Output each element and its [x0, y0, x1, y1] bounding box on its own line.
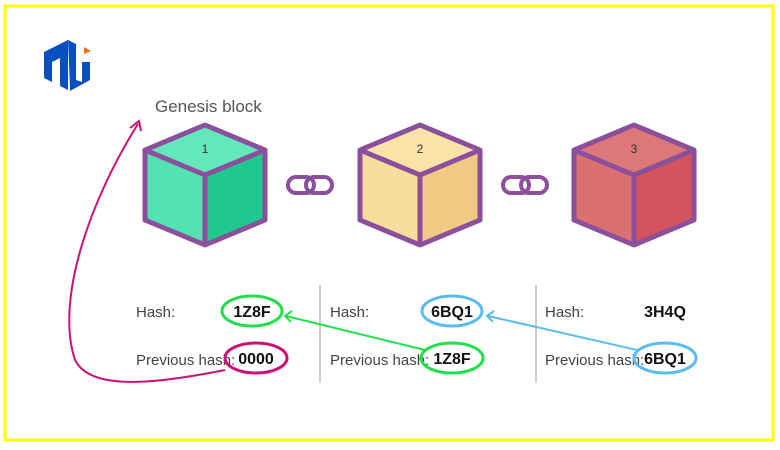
hash-label: Hash: [545, 304, 584, 321]
block-info-1: Hash: Previous hash: 1Z8F 0000 [136, 294, 289, 375]
previous-hash-value: 6BQ1 [644, 351, 686, 368]
genesis-label: Genesis block [155, 97, 262, 116]
logo [44, 40, 91, 91]
block-number: 1 [202, 142, 209, 156]
block-number: 3 [631, 142, 638, 156]
previous-hash-label: Previous hash: [330, 352, 429, 369]
link-arrow-green [285, 315, 426, 351]
frame [3, 4, 775, 442]
link-arrow-blue [487, 315, 638, 351]
hash-label: Hash: [330, 304, 369, 321]
hash-label: Hash: [136, 304, 175, 321]
block-number: 2 [417, 142, 424, 156]
chain-link-icon [501, 175, 549, 195]
hash-value: 3H4Q [644, 304, 686, 321]
previous-hash-label: Previous hash: [136, 352, 235, 369]
hash-value: 6BQ1 [431, 304, 473, 321]
block-info-3: Hash: Previous hash: 3H4Q 6BQ1 [545, 304, 698, 375]
previous-hash-value: 0000 [238, 351, 274, 368]
block-info-2: Hash: Previous hash: 6BQ1 1Z8F [330, 294, 485, 375]
block-cube-1: 1 [142, 122, 268, 248]
previous-hash-value: 1Z8F [433, 351, 471, 368]
block-cube-3: 3 [571, 122, 697, 248]
previous-hash-label: Previous hash: [545, 352, 644, 369]
genesis-arrow [68, 123, 226, 383]
hash-value: 1Z8F [233, 304, 271, 321]
chain-link-icon [286, 175, 334, 195]
block-cube-2: 2 [357, 122, 483, 248]
